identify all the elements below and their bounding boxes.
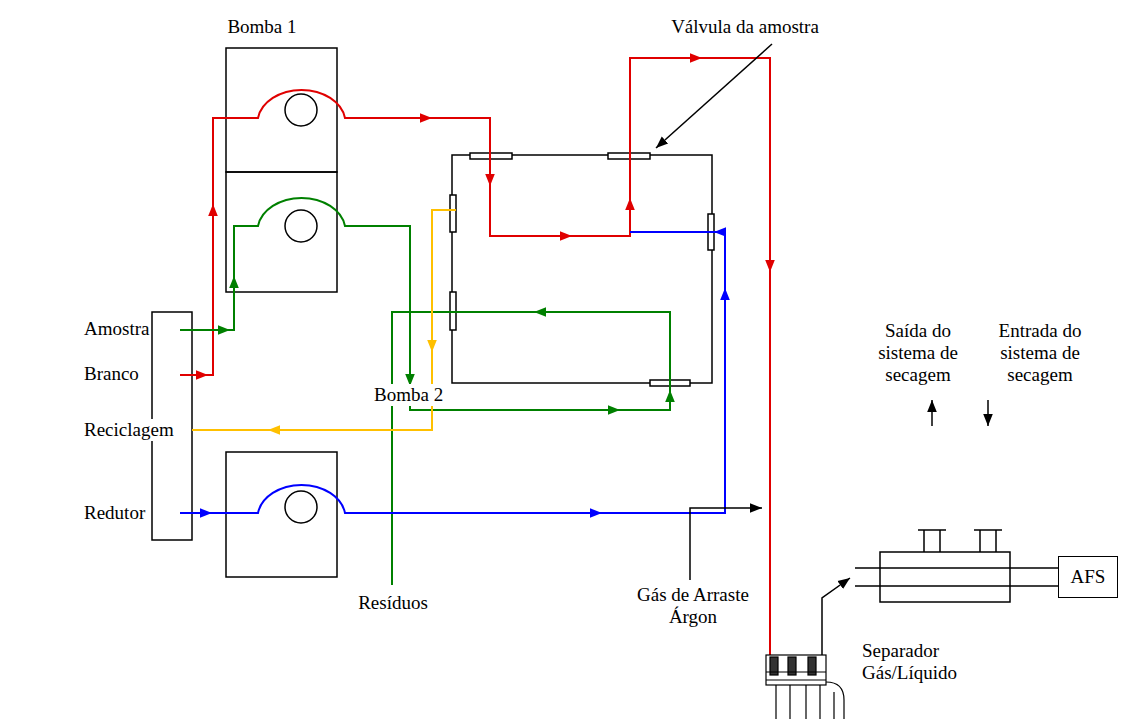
inlet-label: Branco [82,363,141,385]
port-label: Saída do sistema de secagem [866,320,970,386]
flow-arrow [196,58,770,375]
leader-arrow [656,44,772,148]
drying-tube [855,530,1058,602]
blank-line [180,58,770,658]
detector-box: AFS [1058,556,1118,598]
port-label: Entrada do sistema de secagem [983,320,1097,386]
callout-label: Válvula da amostra [669,16,821,38]
gas-liquid-separator [766,655,844,719]
pump-label: Bomba 1 [225,16,298,38]
sample-line [180,198,670,585]
outlet-label: Resíduos [356,592,430,614]
recycle-line [192,210,456,430]
inlet-arrow [987,400,989,426]
pump-label: Bomba 2 [372,384,445,406]
flow-arrow [216,276,670,410]
reductant-line [180,232,725,513]
flow-arrow [198,232,725,513]
outlet-line [822,578,850,655]
outlet-arrow [931,400,933,426]
peristaltic-pump [226,48,337,577]
inlet-label: Redutor [82,502,147,524]
inlet-label: Amostra [82,318,151,340]
part-label: Separador Gás/Líquido [860,640,984,684]
argon-line [690,508,762,580]
node-text: AFS [1071,566,1106,588]
gas-label: Gás de Arraste Árgon [626,584,760,628]
inlet-label: Reciclagem [82,419,176,441]
